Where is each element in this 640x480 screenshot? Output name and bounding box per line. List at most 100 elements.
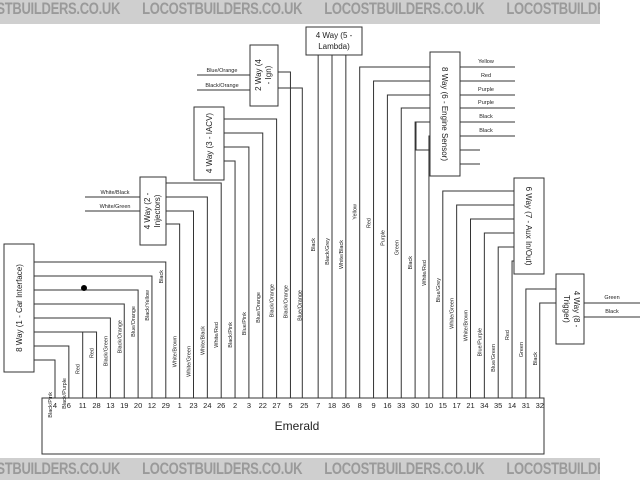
pin-number: 9 — [371, 401, 375, 410]
connector-4-title: 2 Way (4 — [254, 59, 263, 91]
wire-label: Black/Orange — [205, 83, 238, 89]
connector-1-title: 8 Way (1 - Car Interface) — [15, 264, 24, 352]
wire-label: Green — [604, 295, 619, 301]
connector-4-title: - Ign) — [264, 65, 273, 84]
connector-8-title-line2: Trigger) — [562, 295, 571, 323]
connector-3-title: 4 Way (3 - IACV) — [205, 113, 214, 173]
wire-label: Black/Yellow — [145, 290, 151, 321]
pin-number: 34 — [480, 401, 488, 410]
wire-label: White/Black — [339, 240, 345, 269]
connector-7-box — [513, 177, 545, 275]
watermark-banner-bottom: LOCOSTBUILDERS.CO.UK LOCOSTBUILDERS.CO.UK… — [0, 458, 600, 480]
connector-2-box — [139, 176, 167, 246]
connector-6-title: 8 Way (6 - Engine Sensor) — [440, 67, 449, 161]
wire — [34, 359, 56, 398]
pin-number: 5 — [288, 401, 292, 410]
wire-label: Black/Orange — [270, 284, 276, 317]
wire-label: Red — [367, 218, 373, 228]
wire — [456, 204, 514, 398]
wire — [373, 80, 430, 398]
wire-label: Purple — [478, 100, 494, 106]
wire-label: Black/Pink — [48, 392, 54, 418]
wire-label: Black — [159, 270, 165, 284]
wire — [278, 87, 303, 398]
wire-label: White/Red — [422, 260, 428, 286]
wire — [278, 71, 291, 398]
wire — [166, 196, 208, 398]
wire-label: Purple — [380, 230, 386, 246]
wire — [470, 218, 514, 398]
pin-number: 29 — [162, 401, 170, 410]
wire-label: Black/Grey — [325, 238, 331, 265]
wire-label: Yellow — [478, 59, 494, 65]
pin-number: 3 — [247, 401, 251, 410]
wire-label: White/Brown — [464, 310, 470, 341]
wire-label: Blue/Grey — [436, 278, 442, 303]
wire — [34, 275, 153, 398]
wire-label: Black — [605, 309, 619, 315]
wire-label: Blue/Orange — [297, 290, 303, 321]
wire-label: Blue/Purple — [477, 328, 483, 356]
pin-number: 23 — [189, 401, 197, 410]
wire — [224, 160, 236, 398]
pin-number: 12 — [148, 401, 156, 410]
pin-number: 36 — [342, 401, 350, 410]
wire-label: White/Red — [214, 322, 220, 348]
pin-number: 20 — [134, 401, 142, 410]
wire-label: Black/Orange — [283, 285, 289, 318]
wire — [400, 107, 430, 398]
watermark-text: LOCOSTBUILDERS.CO.UK — [324, 459, 485, 478]
wire-label: White/Brown — [173, 336, 179, 367]
pin-number: 15 — [439, 401, 447, 410]
ecu-box — [41, 397, 545, 455]
pin-number: 8 — [358, 401, 362, 410]
wire — [34, 331, 98, 398]
wire-label: Black — [311, 238, 317, 252]
connector-5-title-line2: Lambda) — [318, 42, 350, 51]
wire-label: Green — [519, 342, 525, 357]
wire-label: White/Black — [100, 190, 129, 196]
connector-5-box — [305, 26, 363, 56]
wire-label: Black — [479, 128, 493, 134]
wire-label: Purple — [478, 87, 494, 93]
wire — [359, 66, 430, 398]
wire-label: Blue/Orange — [207, 68, 238, 74]
wire-label: Red — [76, 364, 82, 374]
pin-number: 19 — [120, 401, 128, 410]
pin-number: 26 — [217, 401, 225, 410]
ecu-label: Emerald — [275, 419, 320, 433]
wire-label: White/Green — [450, 298, 456, 329]
pin-number: 32 — [536, 401, 544, 410]
watermark-text: LOCOSTBUILDERS.CO.UK — [506, 459, 600, 478]
wire-label: White/Black — [200, 326, 206, 355]
wire — [525, 288, 556, 398]
wire — [166, 182, 222, 398]
connector-2-title: 4 Way (2 - — [143, 192, 152, 229]
connector-1-box — [3, 243, 35, 373]
pin-number: 4 — [53, 401, 57, 410]
wire-label: Green — [394, 240, 400, 255]
wire — [166, 223, 181, 398]
watermark-text: LOCOSTBUILDERS.CO.UK — [324, 0, 485, 18]
wire-label: Blue/Orange — [131, 306, 137, 337]
wire-label: Black — [479, 114, 493, 120]
connector-8-box — [555, 273, 585, 345]
pin-number: 35 — [494, 401, 502, 410]
pin-number: 13 — [106, 401, 114, 410]
wire-label: Blue/Pink — [242, 312, 248, 335]
watermark-banner-top: LOCOSTBUILDERS.CO.UK LOCOSTBUILDERS.CO.UK… — [0, 0, 600, 24]
wire — [414, 121, 430, 398]
pin-number: 2 — [233, 401, 237, 410]
pin-number: 27 — [272, 401, 280, 410]
watermark-text: LOCOSTBUILDERS.CO.UK — [506, 0, 600, 18]
wire — [34, 303, 125, 398]
wire-label: Black/Green — [103, 336, 109, 366]
pin-number: 16 — [383, 401, 391, 410]
wire-label: Black/Pink — [228, 322, 234, 348]
wire — [34, 289, 139, 398]
wire — [224, 146, 250, 398]
pin-number: 14 — [508, 401, 516, 410]
wire-label: Black — [408, 256, 414, 270]
wire-label: Black — [533, 352, 539, 366]
